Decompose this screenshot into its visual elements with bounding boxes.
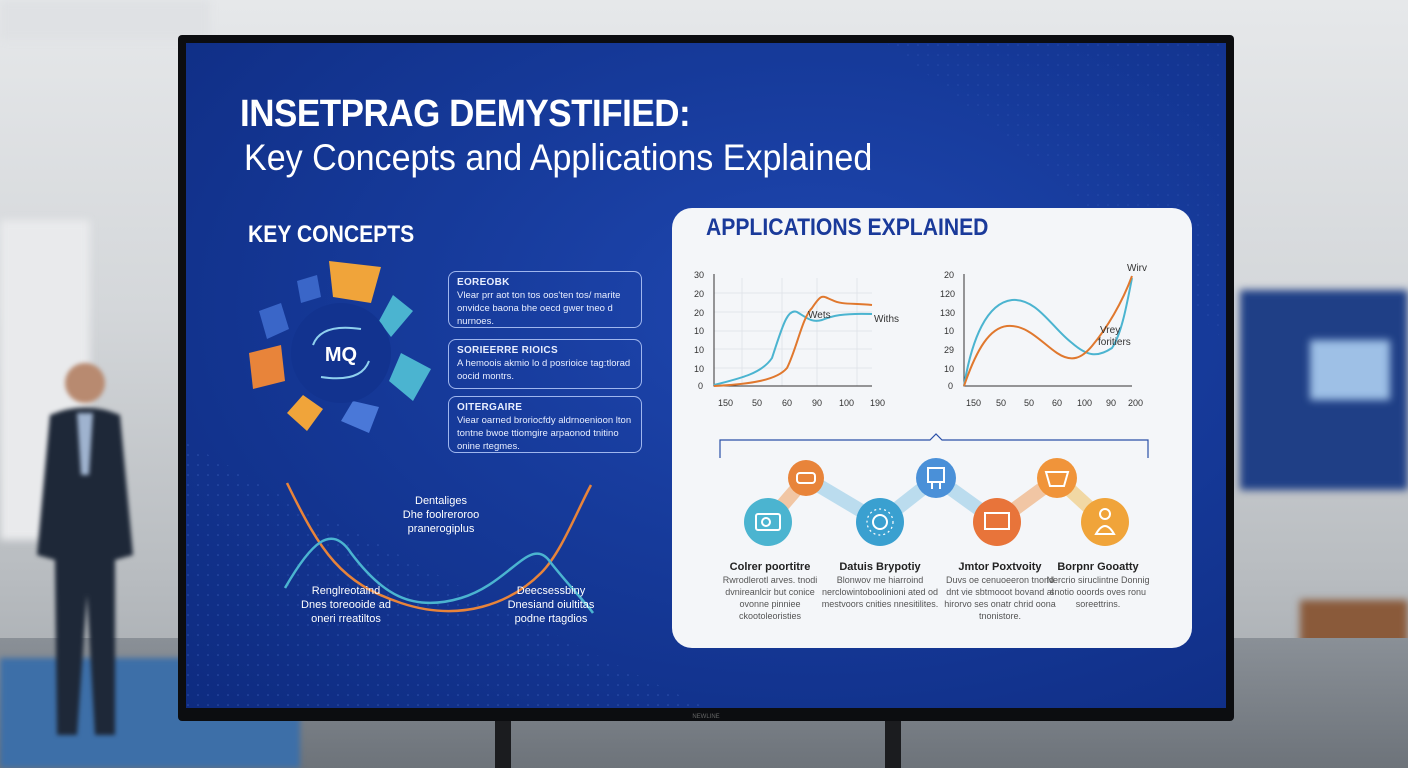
wave-label-line: Dhe foolreroroo <box>402 509 480 521</box>
teal-wave <box>283 537 595 614</box>
caption-text: Nercrio siruclintne Donnig snotio ooords… <box>1046 575 1150 609</box>
concept-box: EOREOBK Vlear prr aot ton tos oos'ten tos… <box>448 271 642 328</box>
y-tick: 20 <box>694 289 704 299</box>
x-tick: 50 <box>1024 398 1034 408</box>
x-tick: 60 <box>1052 398 1062 408</box>
x-tick: 100 <box>839 398 854 408</box>
slide-title: INSETPRAG DEMYSTIFIED: <box>240 93 691 135</box>
monitor-brand: NEWLINE <box>692 714 720 720</box>
slide: INSETPRAG DEMYSTIFIED: Key Concepts and … <box>186 43 1226 708</box>
wave-label-line: Dentaliges <box>415 495 467 507</box>
applications-panel: APPLICATIONS EXPLAINED 30 20 20 10 10 10… <box>672 208 1192 648</box>
teal-series <box>963 277 1133 387</box>
concept-box-title: EOREOBK <box>457 277 510 288</box>
caption-text: Rwrodlerotl arves. tnodi dvnireanlcir bu… <box>722 575 818 621</box>
y-tick: 20 <box>694 308 704 318</box>
wave-label-line: oneri rreatiltos <box>311 613 381 625</box>
x-tick: 50 <box>996 398 1006 408</box>
series-label: Wirv <box>1127 263 1147 274</box>
orange-series <box>713 295 873 387</box>
caption-text: Blonwov me hiarroind nerclowintoboolinio… <box>821 575 939 609</box>
x-tick: 190 <box>870 398 885 408</box>
applications-graphics: 30 20 20 10 10 10 0 150 50 60 90 100 190… <box>694 263 1149 546</box>
y-tick: 10 <box>694 345 704 355</box>
caption-title: Datuis Brypotiy <box>839 561 921 573</box>
x-tick: 50 <box>752 398 762 408</box>
teal-series <box>713 310 873 386</box>
x-tick: 90 <box>1106 398 1116 408</box>
applications-heading: APPLICATIONS EXPLAINED <box>706 214 989 241</box>
y-tick: 10 <box>944 364 954 374</box>
key-concepts-heading: KEY CONCEPTS <box>248 221 415 248</box>
concept-box-text: Vlear prr aot ton tos oos'ten tos/ marit… <box>457 290 621 327</box>
slide-subtitle: Key Concepts and Applications Explained <box>244 137 873 178</box>
cart-icon <box>1037 458 1077 498</box>
y-tick: 130 <box>940 308 955 318</box>
y-tick: 10 <box>694 326 704 336</box>
x-tick: 200 <box>1128 398 1143 408</box>
wave-label-line: podne rtagdios <box>514 613 588 625</box>
cycle-label: MQ <box>325 344 357 366</box>
concept-box: SORIEERRE RIOICS A hemoois akmio lo d pos… <box>448 339 642 389</box>
wave-label-line: Deecsessbiny <box>516 585 586 597</box>
gear-icon <box>788 460 824 496</box>
cycle-diagram: MQ <box>249 261 431 433</box>
left-line-chart: 30 20 20 10 10 10 0 150 50 60 90 100 190… <box>694 270 899 408</box>
right-line-chart: 20 120 130 10 29 10 0 150 50 50 60 100 9… <box>940 263 1147 408</box>
y-tick: 0 <box>948 381 953 391</box>
x-tick: 90 <box>812 398 822 408</box>
caption-title: Jmtor Poxtvoity <box>958 561 1042 573</box>
series-label: Wets <box>808 310 831 321</box>
y-tick: 10 <box>944 326 954 336</box>
concept-box: OITERGAIRE Viear oarned broriocfdy aldrno… <box>448 396 642 453</box>
wave-curves <box>283 482 595 614</box>
series-label: foritiers <box>1098 337 1131 348</box>
concept-box-text: A hemoois akmio lo d posrioice tag:tlora… <box>457 358 631 382</box>
series-label: Withs <box>874 314 899 325</box>
user-icon <box>1081 498 1129 546</box>
person-standing <box>37 363 133 735</box>
cycle-segments <box>249 261 431 433</box>
y-tick: 20 <box>944 270 954 280</box>
server-icon <box>916 458 956 498</box>
network-icon <box>856 498 904 546</box>
y-tick: 30 <box>694 270 704 280</box>
caption-text: Duvs oe cenuoeeron tnond dnt vie sbtmooo… <box>944 575 1056 621</box>
bracket-line <box>719 433 1149 458</box>
orange-series <box>963 275 1133 387</box>
y-tick: 29 <box>944 345 954 355</box>
background-screen-right <box>1310 340 1390 400</box>
x-tick: 150 <box>718 398 733 408</box>
x-tick: 60 <box>782 398 792 408</box>
dot-pattern-decoration <box>186 43 1226 708</box>
background-sign <box>0 0 210 40</box>
monitor: INSETPRAG DEMYSTIFIED: Key Concepts and … <box>178 35 1234 721</box>
y-tick: 0 <box>698 381 703 391</box>
orange-wave <box>285 482 593 613</box>
caption-title: Borpnr Gooatty <box>1057 561 1139 573</box>
concept-box-text: Viear oarned broriocfdy aldrnoenioon lto… <box>457 415 632 452</box>
wave-label-line: Dnesiand oiultitas <box>507 599 595 611</box>
concept-box-title: SORIEERRE RIOICS <box>457 345 558 356</box>
wave-label-line: Dnes toreooide ad <box>301 599 391 611</box>
wave-label-line: pranerogiplus <box>407 523 475 535</box>
y-tick: 120 <box>940 289 955 299</box>
x-tick: 150 <box>966 398 981 408</box>
monitor-chart-icon <box>973 498 1021 546</box>
y-tick: 10 <box>694 364 704 374</box>
series-label: Vrey <box>1100 325 1120 336</box>
caption-title: Colrer poortitre <box>729 561 811 573</box>
wave-label-line: Renglreotaind <box>311 585 381 597</box>
x-tick: 100 <box>1077 398 1092 408</box>
camera-icon <box>744 498 792 546</box>
concept-box-title: OITERGAIRE <box>457 402 523 413</box>
